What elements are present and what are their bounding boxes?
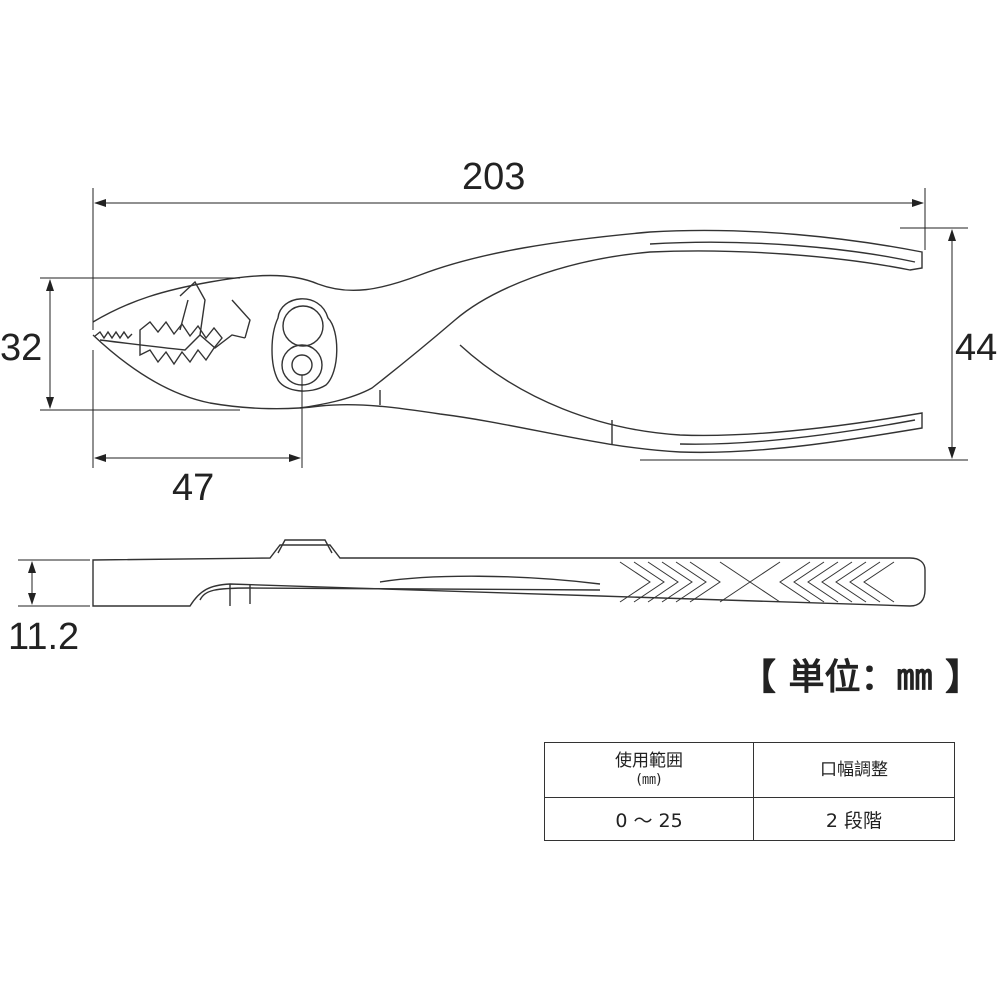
grip-pattern xyxy=(619,561,895,603)
dim-thickness: 11.2 xyxy=(8,616,80,658)
pliers-side-view xyxy=(92,539,926,607)
pliers-top-view xyxy=(92,229,923,454)
unit-label: 【 単位：㎜ 】 xyxy=(740,657,982,698)
spec-header-range-label: 使用範囲 xyxy=(615,751,683,772)
spec-header-range-unit: (㎜) xyxy=(636,771,662,788)
dim-jaw-to-pivot: 47 xyxy=(172,467,215,509)
spec-value-adjust: 2 段階 xyxy=(753,797,955,841)
spec-header-adjust: 口幅調整 xyxy=(753,742,955,798)
dimension-lines xyxy=(18,188,968,607)
spec-header-range: 使用範囲 (㎜) xyxy=(544,742,754,798)
dim-jaw-height: 32 xyxy=(0,327,43,369)
spec-header-adjust-label: 口幅調整 xyxy=(820,759,888,780)
dim-overall-length: 203 xyxy=(462,156,526,198)
spec-value-range: 0 〜 25 xyxy=(544,797,754,841)
dim-handle-span: 44 xyxy=(955,327,998,369)
spec-table: 使用範囲 (㎜) 口幅調整 0 〜 25 2 段階 xyxy=(544,742,955,841)
